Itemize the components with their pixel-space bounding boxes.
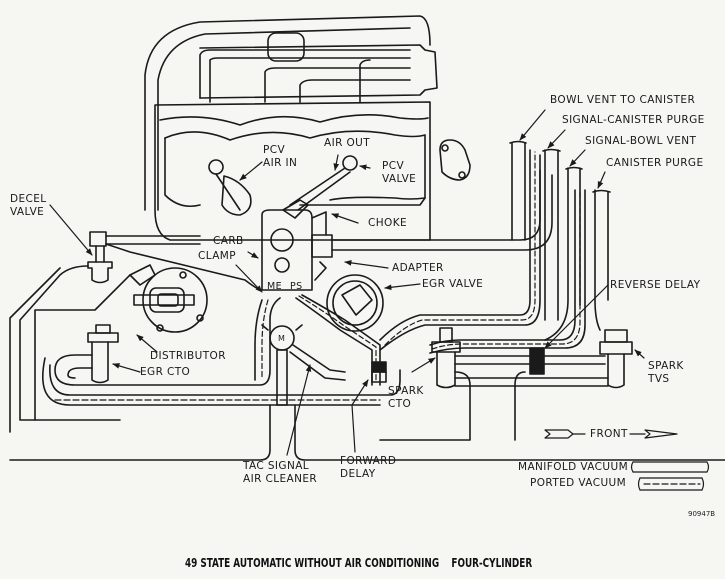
caption-subtitle: FOUR-CYLINDER (451, 556, 533, 570)
label-air-out: AIR OUT (324, 137, 371, 149)
label-me: ME (267, 281, 282, 292)
leader-arrows (49, 109, 645, 456)
label-distributor: DISTRIBUTOR (150, 350, 226, 362)
decel-valve (9, 231, 263, 433)
tac-motor (9, 324, 725, 461)
egr-cto (54, 297, 281, 386)
label-ps: PS (290, 281, 303, 292)
label-bowl-vent-to-canister: BOWL VENT TO CANISTER (550, 94, 696, 106)
label-egr-cto: EGR CTO (140, 366, 191, 378)
engine-outline (144, 15, 471, 241)
label-spark-tvs: SPARK TVS (648, 360, 684, 385)
label-spark-cto: SPARK CTO (388, 385, 424, 410)
label-tac-signal-air-cleaner: TAC SIGNAL AIR CLEANER (243, 460, 318, 485)
label-signal-canister-purge: SIGNAL-CANISTER PURGE (562, 114, 705, 126)
legend-front-label: FRONT (590, 428, 628, 440)
label-tac-motor: M (278, 334, 286, 343)
label-adapter: ADAPTER (392, 262, 444, 274)
legend-manifold-vacuum (630, 461, 710, 473)
label-forward-delay: FORWARD DELAY (340, 455, 397, 480)
legend-manifold-vacuum-label: MANIFOLD VACUUM (518, 461, 629, 473)
egr-valve (326, 274, 384, 332)
legend-front-arrow (544, 429, 678, 439)
label-signal-bowl-vent: SIGNAL-BOWL VENT (585, 135, 697, 147)
legend-ported-vacuum-label: PORTED VACUUM (530, 477, 627, 489)
label-clamp: CLAMP (198, 250, 236, 262)
label-pcv-air-in: PCV AIR IN (263, 144, 298, 169)
label-egr-valve: EGR VALVE (422, 278, 484, 290)
label-reverse-delay: REVERSE DELAY (610, 279, 701, 291)
ported-vacuum-hoses (41, 149, 586, 406)
diagram-caption: 49 STATE AUTOMATIC WITHOUT AIR CONDITION… (185, 556, 532, 570)
label-pcv-valve: PCV VALVE (382, 160, 417, 185)
caption-title: 49 STATE AUTOMATIC WITHOUT AIR CONDITION… (185, 556, 440, 570)
label-carb: CARB (213, 235, 244, 247)
distributor (34, 264, 208, 421)
vent-hoses (509, 140, 611, 341)
pcv-assembly (208, 155, 358, 219)
figure-code: 90947B (688, 510, 716, 518)
label-decel-valve: DECEL VALVE (10, 193, 47, 218)
spark-components (371, 327, 633, 441)
label-canister-purge: CANISTER PURGE (606, 157, 704, 169)
label-choke: CHOKE (368, 217, 408, 229)
legend-ported-vacuum (637, 477, 705, 491)
